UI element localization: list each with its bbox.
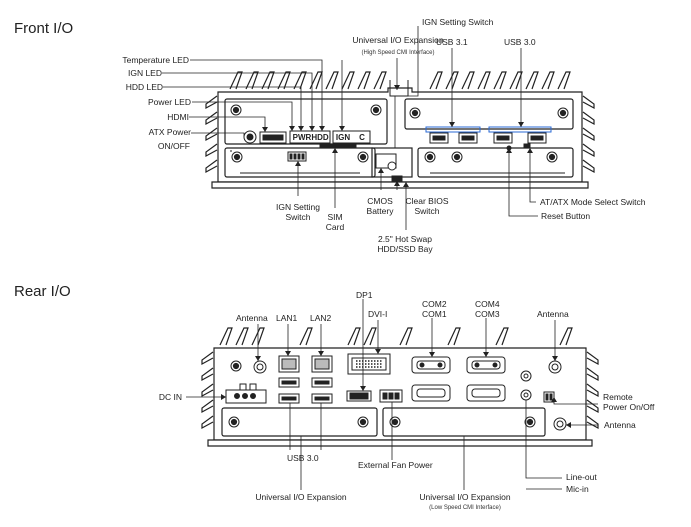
front-arrowheads (262, 85, 533, 187)
label-universal-io-front-sub: (High Speed CMI Interface) (361, 50, 435, 56)
label-usb30-front: USB 3.0 (504, 37, 536, 47)
label-universal-io-rear-right: Universal I/O Expansion (419, 492, 511, 502)
label-clear-bios: Clear BIOS Switch (398, 196, 456, 216)
label-usb31: USB 3.1 (436, 37, 468, 47)
label-dc-in: DC IN (158, 392, 182, 402)
label-com1: COM1 (422, 309, 447, 319)
rear-side-fins (201, 351, 599, 430)
label-line-out: Line-out (566, 472, 597, 482)
label-mic-in: Mic-in (566, 484, 589, 494)
rear-details (225, 353, 567, 431)
remote-line2: Power On/Off (603, 402, 655, 412)
label-lan1: LAN1 (276, 313, 298, 323)
label-atx-power: ATX Power (148, 127, 191, 137)
label-on-off: ON/OFF (157, 141, 190, 151)
label-sim-card: SIM Card (315, 212, 355, 232)
label-external-fan-power: External Fan Power (358, 460, 433, 470)
label-at-atx-switch: AT/ATX Mode Select Switch (540, 197, 646, 207)
label-usb30-rear: USB 3.0 (287, 453, 319, 463)
c-label: C (359, 133, 365, 142)
label-universal-io-rear-right-sub: (Low Speed CMI Interface) (429, 505, 501, 511)
hdd-bay-line1: 2.5" Hot Swap (377, 234, 433, 244)
pwr-label: PWR (293, 133, 312, 142)
rear-arrowheads (221, 349, 571, 428)
label-hdd-bay: 2.5" Hot Swap HDD/SSD Bay (360, 234, 450, 254)
front-details (230, 80, 569, 182)
rear-top-fins (219, 327, 573, 346)
rear-chassis (201, 327, 599, 447)
label-remote-power: Remote Power On/Off (603, 392, 654, 412)
label-dvi: DVI-I (368, 309, 388, 319)
rear-leader-lines (186, 299, 598, 490)
sim-line2: Card (325, 222, 345, 232)
label-temperature-led: Temperature LED (122, 55, 189, 65)
front-io-heading: Front I/O (14, 20, 74, 37)
cmos-line1: CMOS (367, 196, 393, 206)
label-cmos-battery: CMOS Battery (355, 196, 405, 216)
label-universal-io-rear-left: Universal I/O Expansion (255, 492, 347, 502)
clear-bios-line1: Clear BIOS (405, 196, 449, 206)
label-ign-setting-switch-bottom: IGN Setting Switch (263, 202, 333, 222)
label-antenna-right-top: Antenna (537, 309, 569, 319)
remote-line1: Remote (603, 392, 633, 402)
label-reset-button: Reset Button (541, 211, 591, 221)
hdd-bay-line2: HDD/SSD Bay (377, 244, 433, 254)
label-dp1: DP1 (356, 290, 373, 300)
sim-line1: SIM (327, 212, 343, 222)
label-hdmi: HDMI (167, 112, 189, 122)
hdd-label: HDD (311, 133, 329, 142)
front-top-fins (229, 71, 571, 90)
front-chassis (205, 71, 595, 189)
label-ign-setting-switch-top: IGN Setting Switch (422, 17, 494, 27)
front-side-fins (205, 95, 595, 174)
label-hdd-led: HDD LED (125, 82, 163, 92)
label-power-led: Power LED (148, 97, 191, 107)
label-com3: COM3 (475, 309, 500, 319)
label-lan2: LAN2 (310, 313, 332, 323)
ign-setting-line1: IGN Setting (276, 202, 320, 212)
label-ign-led: IGN LED (127, 68, 162, 78)
front-leader-lines (162, 26, 538, 230)
ign-setting-line2: Switch (285, 212, 311, 222)
label-antenna-left: Antenna (236, 313, 268, 323)
label-universal-io-front: Universal I/O Expansion (352, 35, 444, 45)
rear-io-heading: Rear I/O (14, 283, 71, 300)
label-com2: COM2 (422, 299, 447, 309)
ign-label: IGN (336, 133, 350, 142)
label-com4: COM4 (475, 299, 500, 309)
label-antenna-right-bottom: Antenna (604, 420, 636, 430)
cmos-line2: Battery (366, 206, 394, 216)
clear-bios-line2: Switch (414, 206, 440, 216)
